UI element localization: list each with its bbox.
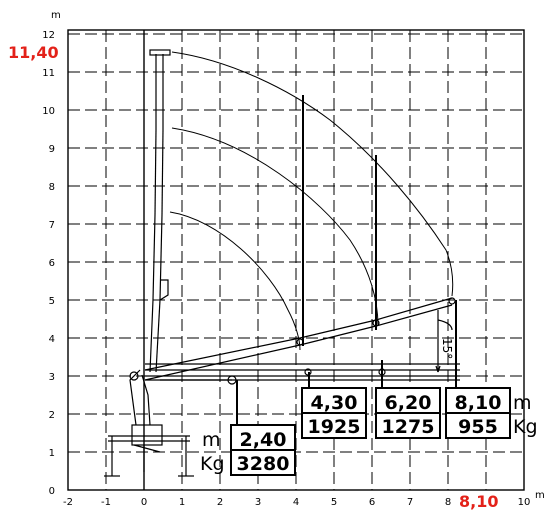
envelope-arc-inner — [169, 211, 301, 351]
x-tick-1: 1 — [179, 497, 185, 508]
reach-value-6-20: 6,20 — [385, 392, 432, 414]
y-axis-unit: m — [51, 10, 61, 21]
units-right-load: Kg — [513, 416, 538, 438]
crane-illustration — [104, 49, 460, 477]
max-reach-label: 8,10 — [459, 492, 498, 510]
units-left-load: Kg — [200, 453, 225, 475]
reach-value-8-10: 8,10 — [455, 392, 502, 414]
x-tick-7: 7 — [407, 497, 413, 508]
load-value-1925: 1925 — [308, 416, 361, 438]
crane-column — [129, 369, 151, 426]
y-tick-9: 9 — [49, 144, 55, 155]
load-value-3280: 3280 — [237, 453, 290, 475]
y-tick-2: 2 — [49, 410, 55, 421]
x-tick-0: 0 — [141, 497, 147, 508]
load-value-1275: 1275 — [382, 416, 435, 438]
x-axis-unit: m — [535, 490, 545, 501]
x-tick-10: 10 — [518, 497, 531, 508]
x-tick-5: 5 — [331, 497, 337, 508]
angle-indicator — [435, 310, 453, 373]
crane-vertical-boom — [149, 49, 171, 373]
x-tick-4: 4 — [293, 497, 299, 508]
y-tick-10: 10 — [42, 106, 55, 117]
y-tick-6: 6 — [49, 258, 55, 269]
y-tick-12: 12 — [42, 30, 55, 41]
y-tick-3: 3 — [49, 372, 55, 383]
x-tick-8: 8 — [445, 497, 451, 508]
y-tick-7: 7 — [49, 220, 55, 231]
units-left-reach: m — [202, 429, 221, 451]
crane-inclined-boom — [144, 297, 456, 381]
load-value-955: 955 — [458, 416, 498, 438]
units-right-reach: m — [513, 392, 532, 414]
reach-value-4-30: 4,30 — [311, 392, 358, 414]
x-tick-3: 3 — [255, 497, 261, 508]
crane-horizontal-boom — [145, 363, 460, 385]
y-tick-11: 11 — [42, 68, 55, 79]
reach-value-2-40: 2,40 — [240, 429, 287, 451]
y-tick-0: 0 — [49, 486, 55, 497]
crane-base — [104, 424, 194, 477]
envelope-arc-outer — [171, 51, 454, 297]
x-tick-2: 2 — [217, 497, 223, 508]
envelope-arc-middle — [171, 127, 379, 327]
x-tick-m2: -2 — [63, 497, 73, 508]
y-tick-5: 5 — [49, 296, 55, 307]
y-tick-1: 1 — [49, 448, 55, 459]
envelope-arcs — [169, 51, 454, 351]
y-tick-4: 4 — [49, 334, 55, 345]
y-tick-8: 8 — [49, 182, 55, 193]
max-height-label: 11,40 — [8, 43, 59, 62]
x-tick-6: 6 — [369, 497, 375, 508]
angle-label: 15° — [440, 338, 454, 359]
axes-frame — [67, 29, 525, 491]
x-tick-m1: -1 — [101, 497, 111, 508]
capacity-boxes — [230, 387, 511, 476]
